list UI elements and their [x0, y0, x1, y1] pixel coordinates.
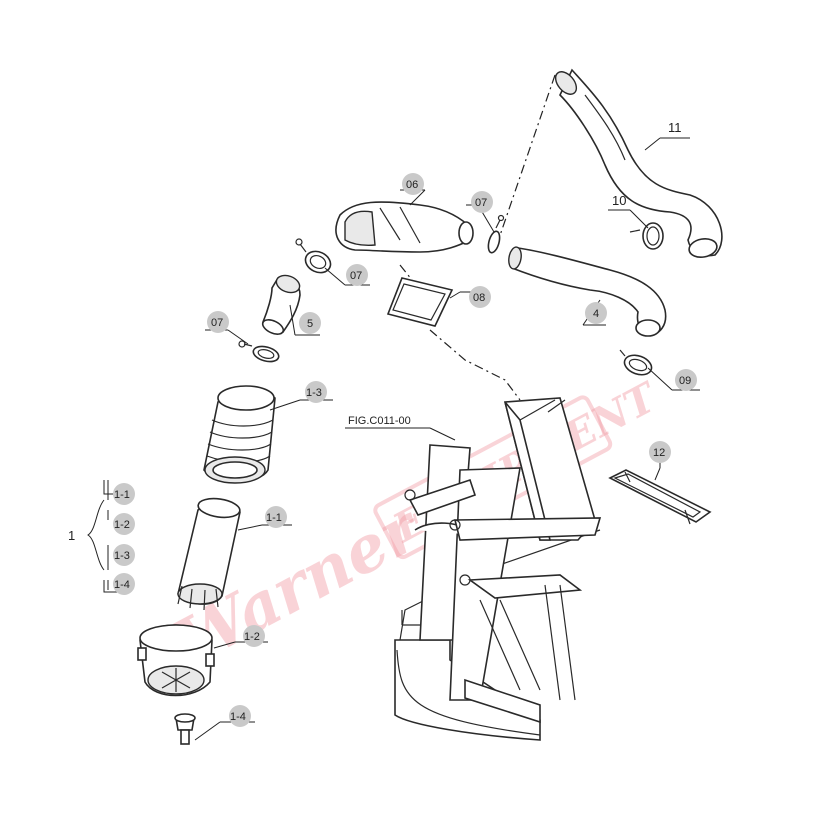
assembly-line-upper [494, 74, 556, 251]
part-10-clamp [629, 222, 664, 250]
callout-10: 10 [612, 193, 626, 208]
part-5-elbow [261, 274, 301, 335]
callout-1-3-bubble [305, 381, 327, 403]
callout-1-1: 1-1 [266, 512, 282, 524]
part-4-hose [508, 246, 667, 337]
callout-07c-bubble [207, 311, 229, 333]
part-11-hose [554, 68, 723, 258]
callout-11: 11 [668, 120, 682, 135]
callout-1-2-bubble [243, 625, 265, 647]
assembly-line-middle [429, 329, 521, 401]
callout-1-4b: 1-4 [114, 579, 130, 591]
leader-lines [87, 137, 700, 741]
callout-5: 5 [307, 318, 313, 330]
callout-12: 12 [653, 447, 665, 459]
callout-09-bubble [675, 369, 697, 391]
part-07-clamp-right [487, 214, 505, 254]
callout-06: 06 [406, 179, 418, 191]
callout-1-3b: 1-3 [114, 550, 130, 562]
callout-07a: 07 [475, 197, 487, 209]
part-09-clamp [619, 349, 653, 376]
callout-1-1b-bubble [113, 483, 135, 505]
callout-1-1b: 1-1 [114, 489, 130, 501]
callout-1-2: 1-2 [244, 631, 260, 643]
callout-1-2b-bubble [113, 513, 135, 535]
assembly-line-gasket [399, 264, 413, 281]
callout-07b-bubble [346, 264, 368, 286]
part-1-4-valve [174, 713, 196, 745]
callout-1-4b-bubble [113, 573, 135, 595]
part-08-gasket [386, 277, 454, 327]
callout-06-bubble [402, 173, 424, 195]
callouts: 11 10 06 07 07 08 4 5 07 09 1-3 1-1 1-2 … [68, 120, 697, 727]
callout-1-2b: 1-2 [114, 519, 130, 531]
figure-reference: FIG.C011-00 [348, 415, 411, 427]
frame-assembly [394, 397, 602, 741]
assembly-lines [399, 74, 556, 401]
callout-07b: 07 [350, 270, 362, 282]
callout-08: 08 [473, 292, 485, 304]
callout-1-1-bubble [265, 506, 287, 528]
callout-08-bubble [469, 286, 491, 308]
callout-1-4: 1-4 [230, 711, 246, 723]
callout-1-3b-bubble [113, 544, 135, 566]
part-1-1-filter [177, 497, 241, 611]
part-1-3-housing [203, 385, 276, 484]
callout-5-bubble [299, 312, 321, 334]
callout-07c: 07 [211, 317, 223, 329]
callout-12-bubble [649, 441, 671, 463]
part-07-clamp-left [295, 238, 332, 274]
callout-09: 09 [679, 375, 691, 387]
callout-group-1: 1 [68, 528, 75, 543]
callout-07a-bubble [471, 191, 493, 213]
part-07-clamp-lower [238, 340, 280, 363]
callout-4: 4 [593, 308, 599, 320]
part-1-2-cap [137, 624, 215, 697]
callout-4-bubble [585, 302, 607, 324]
callout-1-4-bubble [229, 705, 251, 727]
part-06-manifold [335, 201, 474, 253]
part-12-strap [608, 469, 712, 525]
callout-1-3: 1-3 [306, 387, 322, 399]
